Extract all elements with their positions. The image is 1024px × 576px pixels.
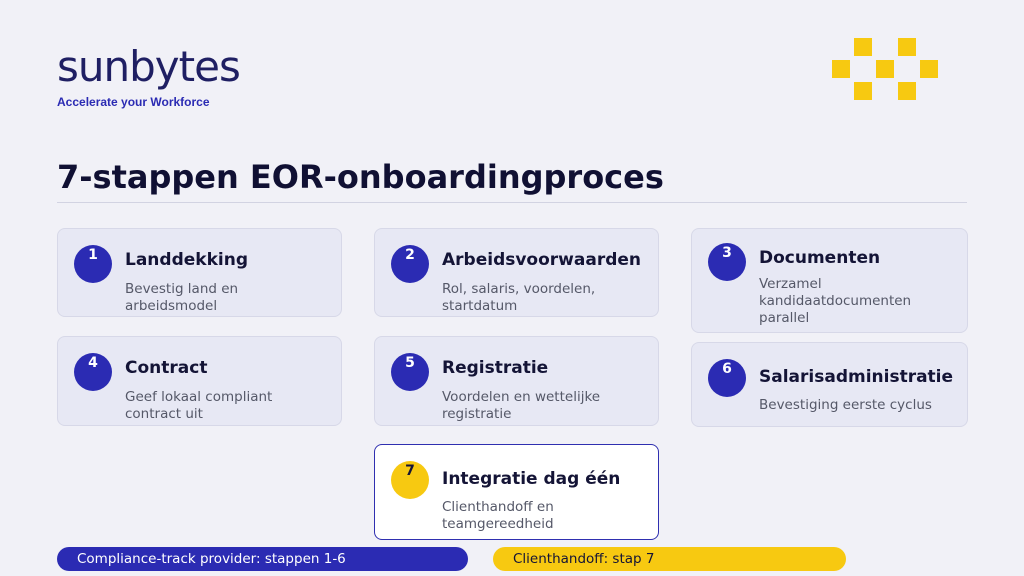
step-title: Landdekking [125,250,248,270]
step-number-badge: 3 [708,243,746,281]
step-card-4: 4 Contract Geef lokaal compliant contrac… [57,336,342,426]
step-description: Rol, salaris, voordelen, startdatum [442,281,596,314]
step-number-badge: 7 [391,461,429,499]
title-divider [57,202,967,203]
step-number-badge: 2 [391,245,429,283]
step-description: Bevestiging eerste cyclus [759,397,932,413]
brand-logo: sunbytes Accelerate your Workforce [57,42,241,110]
step-title: Salarisadministratie [759,367,954,387]
pixel-logo-icon [832,38,938,100]
step-title: Integratie dag één [442,469,621,489]
client-handoff-legend: Clienthandoff: stap 7 [493,547,846,571]
step-title: Arbeidsvoorwaarden [442,250,642,270]
step-description: Bevestig land en arbeidsmodel [125,281,239,314]
step-card-6: 6 Salarisadministratie Bevestiging eerst… [691,342,968,427]
brand-name: sunbytes [57,42,241,91]
step-description: Clienthandoff en teamgereedheid [442,499,554,532]
brand-tagline: Accelerate your Workforce [57,95,210,109]
compliance-track-legend: Compliance-track provider: stappen 1-6 [57,547,468,571]
step-card-7: 7 Integratie dag één Clienthandoff en te… [374,444,659,540]
page-title: 7-stappen EOR-onboardingproces [57,158,664,196]
step-card-2: 2 Arbeidsvoorwaarden Rol, salaris, voord… [374,228,659,317]
step-description: Verzamel kandidaatdocumenten parallel [759,276,912,326]
step-title: Registratie [442,358,549,378]
step-title: Contract [125,358,208,378]
step-card-5: 5 Registratie Voordelen en wettelijke re… [374,336,659,426]
step-description: Geef lokaal compliant contract uit [125,389,273,422]
step-number-badge: 5 [391,353,429,391]
step-number-badge: 6 [708,359,746,397]
step-card-1: 1 Landdekking Bevestig land en arbeidsmo… [57,228,342,317]
step-title: Documenten [759,248,881,268]
step-card-3: 3 Documenten Verzamel kandidaatdocumente… [691,228,968,333]
step-description: Voordelen en wettelijke registratie [442,389,601,422]
step-number-badge: 1 [74,245,112,283]
step-number-badge: 4 [74,353,112,391]
